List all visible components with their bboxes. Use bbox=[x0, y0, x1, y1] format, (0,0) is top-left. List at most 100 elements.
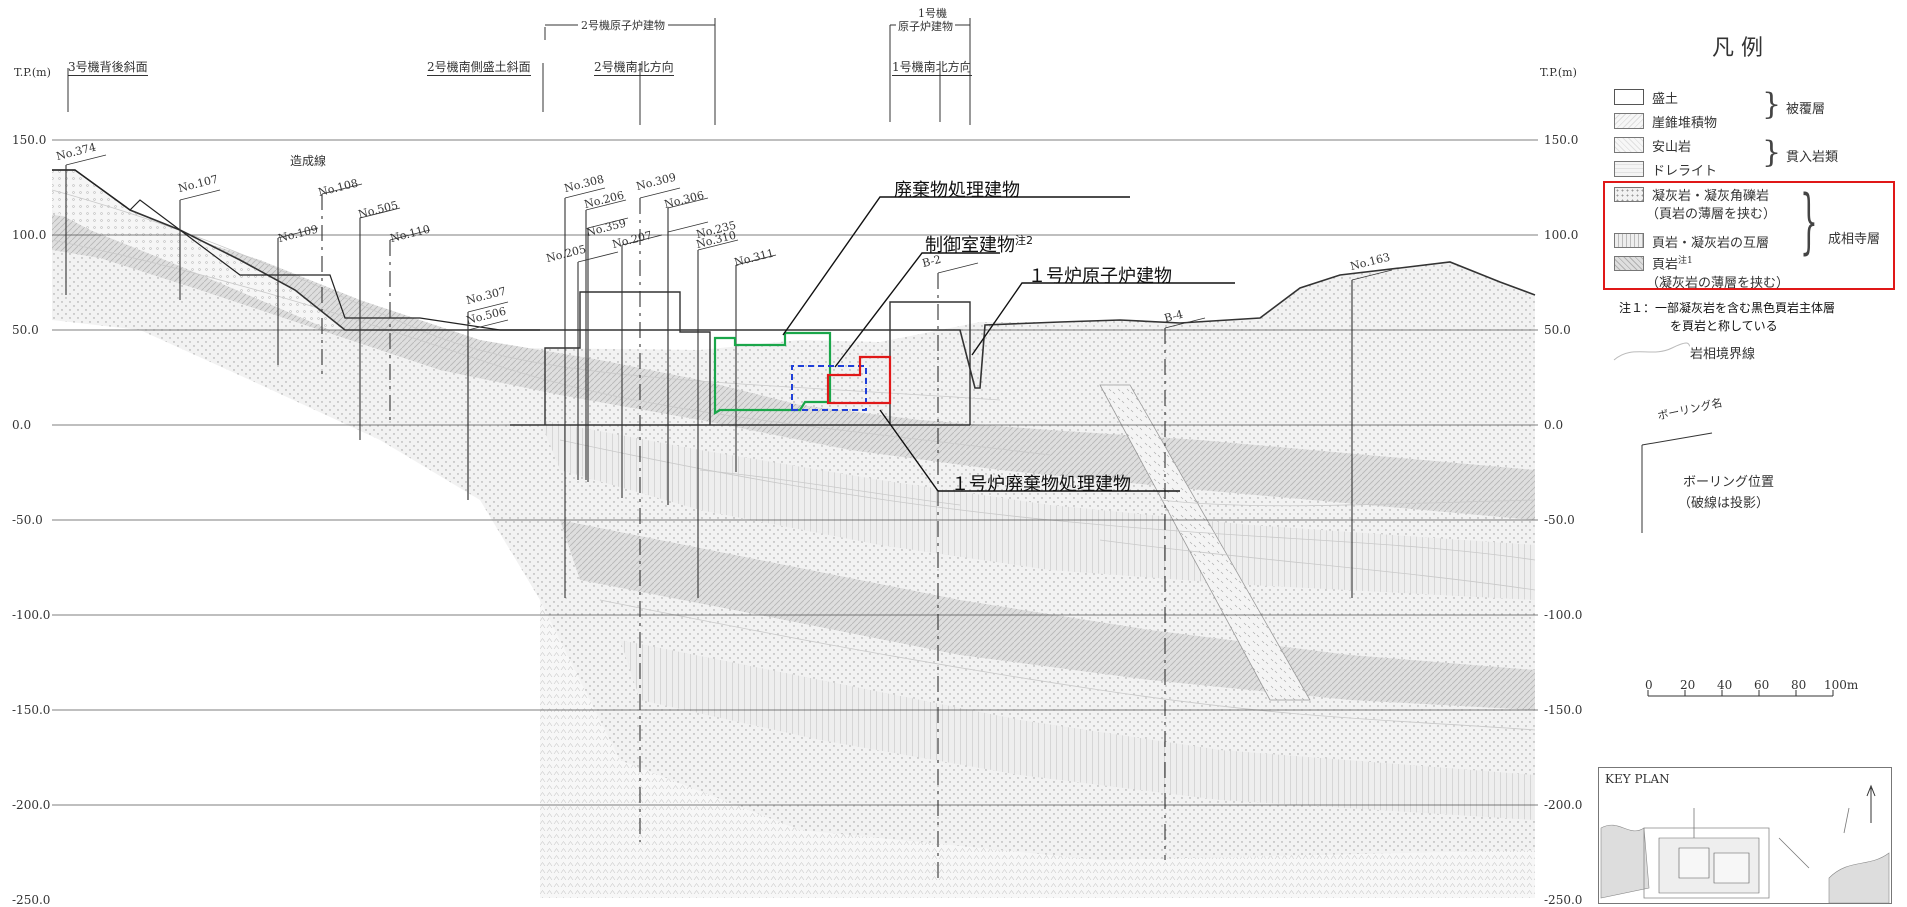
elevation-label: -150.0 bbox=[1544, 703, 1583, 717]
legend-swatch-talus bbox=[1614, 113, 1644, 129]
borehole-leader bbox=[467, 301, 509, 313]
borehole-leader bbox=[321, 183, 363, 195]
legend-label-shale-sub: （凝灰岩の薄層を挟む） bbox=[1646, 276, 1790, 291]
legend-brace-cover: } bbox=[1762, 87, 1782, 122]
legend-note1-line1: 注１：一部凝灰岩を含む黒色頁岩主体層 bbox=[1619, 301, 1836, 315]
legend-group-cover: 被覆層 bbox=[1786, 102, 1826, 117]
label-unit1-ns: 1号機南北方向 bbox=[892, 60, 972, 76]
keyplan-title: KEY PLAN bbox=[1605, 772, 1670, 786]
waste-building-outline bbox=[713, 331, 832, 415]
elevation-label: -250.0 bbox=[12, 893, 51, 907]
talus-deposit bbox=[52, 170, 345, 330]
borehole-leader bbox=[621, 234, 663, 246]
legend-note1-line2: を頁岩と称している bbox=[1670, 319, 1778, 333]
borehole-leader bbox=[65, 154, 107, 166]
leader-lines bbox=[782, 196, 1235, 492]
legend-swatch-fill bbox=[1614, 89, 1644, 105]
borehole-leader bbox=[1351, 269, 1393, 281]
keyplan: KEY PLAN bbox=[1598, 767, 1892, 904]
label-unit1-reactor-building: １号炉原子炉建物 bbox=[1028, 266, 1172, 287]
borehole-leader bbox=[179, 189, 221, 201]
label-unit1-waste-building: １号炉廃棄物処理建物 bbox=[951, 474, 1131, 495]
legend-boring-position: ボーリング位置 bbox=[1683, 475, 1775, 490]
elevation-label: 0.0 bbox=[12, 418, 32, 432]
dolerite-dike bbox=[1099, 384, 1311, 701]
ground-surface bbox=[52, 169, 1536, 389]
label-unit2-fill-slope: 2号機南側盛土斜面 bbox=[427, 60, 531, 76]
target-buildings bbox=[713, 331, 892, 415]
elevation-label: 50.0 bbox=[12, 323, 39, 337]
borehole-leader bbox=[359, 207, 401, 219]
label-unit1-reactor: 原子炉建物 bbox=[896, 18, 955, 34]
elevation-label: 100.0 bbox=[12, 228, 47, 242]
elevation-label: -100.0 bbox=[12, 608, 51, 622]
legend-swatch-tuff bbox=[1614, 187, 1644, 202]
scale-label: 20 bbox=[1680, 678, 1696, 692]
borehole-leader bbox=[564, 187, 606, 199]
legend-brace-intrusive: } bbox=[1762, 135, 1782, 170]
legend-group-formation: 成相寺層 bbox=[1828, 232, 1881, 247]
keyplan-map bbox=[1600, 784, 1890, 903]
section-markers bbox=[67, 18, 971, 125]
elevation-label: -250.0 bbox=[1544, 893, 1583, 907]
label-control-building: 制御室建物注2 bbox=[925, 231, 1033, 257]
legend-label-andesite: 安山岩 bbox=[1652, 140, 1692, 155]
borehole-leader bbox=[667, 221, 709, 233]
unit1-waste-building-outline bbox=[826, 355, 892, 405]
borehole-lines bbox=[65, 154, 1393, 880]
grading-line bbox=[52, 169, 540, 331]
scale-label: 40 bbox=[1717, 678, 1733, 692]
label-unit2-reactor: 2号機原子炉建物 bbox=[578, 17, 668, 33]
label-waste-building: 廃棄物処理建物 bbox=[894, 180, 1020, 201]
borehole-leader bbox=[1164, 317, 1206, 329]
borehole-leader bbox=[667, 197, 709, 209]
scale-label: 60 bbox=[1754, 678, 1770, 692]
borehole-leader bbox=[467, 319, 509, 331]
legend-shale-note: 注1 bbox=[1678, 256, 1693, 266]
legend-highlight-box bbox=[1603, 181, 1895, 290]
legend-boundary-line-icon bbox=[1613, 342, 1691, 361]
legend-shale-text: 頁岩 bbox=[1652, 257, 1679, 273]
elevation-label: 0.0 bbox=[1544, 418, 1564, 432]
borehole-leader bbox=[587, 217, 629, 229]
legend-swatch-dolerite bbox=[1614, 161, 1644, 177]
elevation-label: -100.0 bbox=[1544, 608, 1583, 622]
borehole-leader bbox=[577, 251, 619, 263]
legend-label-shale: 頁岩注1 bbox=[1652, 253, 1693, 272]
elevation-label: -200.0 bbox=[1544, 798, 1583, 812]
borehole-leader bbox=[735, 254, 777, 266]
scale-label: 0 bbox=[1645, 678, 1653, 692]
legend-swatch-andesite bbox=[1614, 137, 1644, 153]
borehole-leader bbox=[697, 239, 739, 251]
label-unit1: 1号機 bbox=[918, 7, 947, 20]
label-grading-line: 造成線 bbox=[290, 154, 327, 168]
borehole-leader bbox=[639, 187, 681, 199]
borehole-leader bbox=[389, 229, 431, 241]
borehole-leader bbox=[585, 199, 627, 211]
borehole-leader bbox=[277, 227, 319, 239]
legend-group-intrusive: 貫入岩類 bbox=[1786, 150, 1839, 165]
legend-label-dolerite: ドレライト bbox=[1652, 164, 1718, 179]
legend-swatch-alternation bbox=[1614, 233, 1644, 248]
legend-boring-icon bbox=[1641, 432, 1713, 533]
legend-label-tuff: 凝灰岩・凝灰角礫岩 bbox=[1652, 189, 1770, 204]
legend-label-tuff-sub: （頁岩の薄層を挟む） bbox=[1646, 207, 1777, 222]
axis-unit-left: T.P.(m) bbox=[14, 66, 51, 79]
label-unit3-slope: 3号機背後斜面 bbox=[68, 60, 148, 76]
geology-layers bbox=[51, 170, 1536, 898]
legend-boundary-label: 岩相境界線 bbox=[1690, 347, 1756, 362]
andesite-body bbox=[540, 600, 1535, 898]
elevation-label: 150.0 bbox=[12, 133, 47, 147]
borehole-leader bbox=[937, 262, 979, 274]
shale-band-1 bbox=[52, 215, 1535, 520]
alternation-band-2 bbox=[620, 640, 1535, 820]
legend-label-alternation: 頁岩・凝灰岩の互層 bbox=[1652, 236, 1770, 251]
scale-bar bbox=[1647, 690, 1834, 697]
scale-label: 100m bbox=[1824, 678, 1859, 692]
elevation-label: -50.0 bbox=[1544, 513, 1575, 527]
control-building-note: 注2 bbox=[1015, 234, 1033, 247]
control-building-text: 制御室建物 bbox=[925, 235, 1015, 256]
legend-boring-projection: （破線は投影） bbox=[1678, 496, 1770, 511]
legend-label-fill: 盛土 bbox=[1652, 92, 1679, 107]
